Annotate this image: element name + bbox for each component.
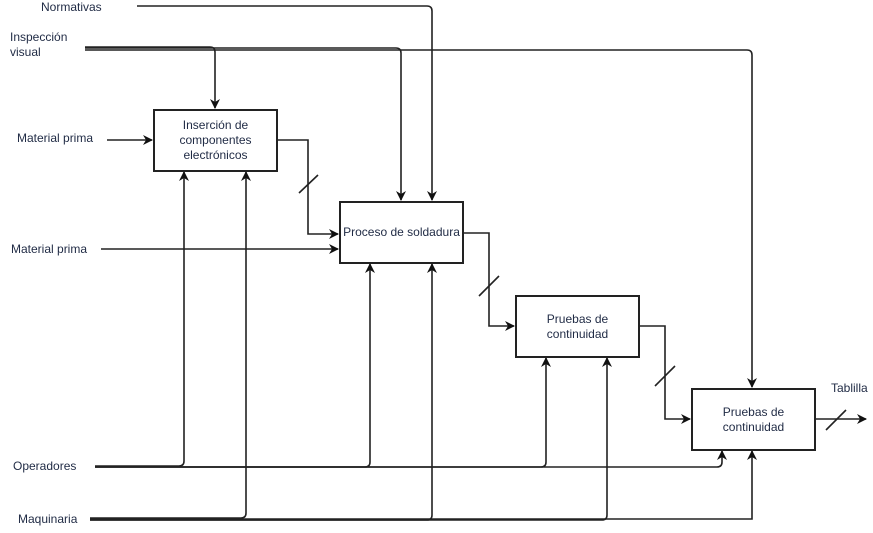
- inspeccion-line-to-box1: [85, 46, 220, 109]
- label-normativas: Normativas: [41, 0, 102, 14]
- process-box-label: Proceso de soldadura: [343, 225, 460, 239]
- operadores-to-box3: [95, 357, 551, 468]
- label-maquinaria: Maquinaria: [18, 512, 78, 526]
- label-operadores: Operadores: [13, 459, 77, 473]
- operadores-to-box4: [95, 450, 727, 468]
- maquinaria-to-box1: [90, 171, 251, 519]
- maquinaria-to-box2: [90, 263, 437, 521]
- flow-box3-box4: [639, 325, 691, 424]
- operadores-to-box2: [95, 263, 375, 468]
- process-box-label: Inserción de componentes electrónicos: [179, 118, 252, 162]
- process-box-soldadura: Proceso de soldadura: [339, 201, 464, 264]
- maquinaria-to-box3: [90, 357, 612, 521]
- label-material-prima-2: Material prima: [11, 242, 88, 256]
- label-inspeccion-visual: Inspección visual: [10, 30, 68, 59]
- process-box-label: Pruebas de continuidad: [722, 404, 785, 434]
- process-box-label: Pruebas de continuidad: [546, 311, 609, 341]
- label-tablilla: Tablilla: [831, 381, 868, 395]
- flow-box2-box3: [463, 232, 515, 331]
- flow-box1-box2: [277, 139, 339, 239]
- maquinaria-to-box4: [90, 450, 757, 520]
- process-box-pruebas-1: Pruebas de continuidad: [515, 295, 640, 358]
- normativas-line: [137, 5, 437, 201]
- label-material-prima-1: Material prima: [17, 131, 94, 145]
- process-box-pruebas-2: Pruebas de continuidad: [691, 388, 816, 451]
- inspeccion-line-to-box4: [85, 49, 757, 388]
- process-box-insercion: Inserción de componentes electrónicos: [153, 109, 278, 172]
- operadores-to-box1: [95, 171, 189, 467]
